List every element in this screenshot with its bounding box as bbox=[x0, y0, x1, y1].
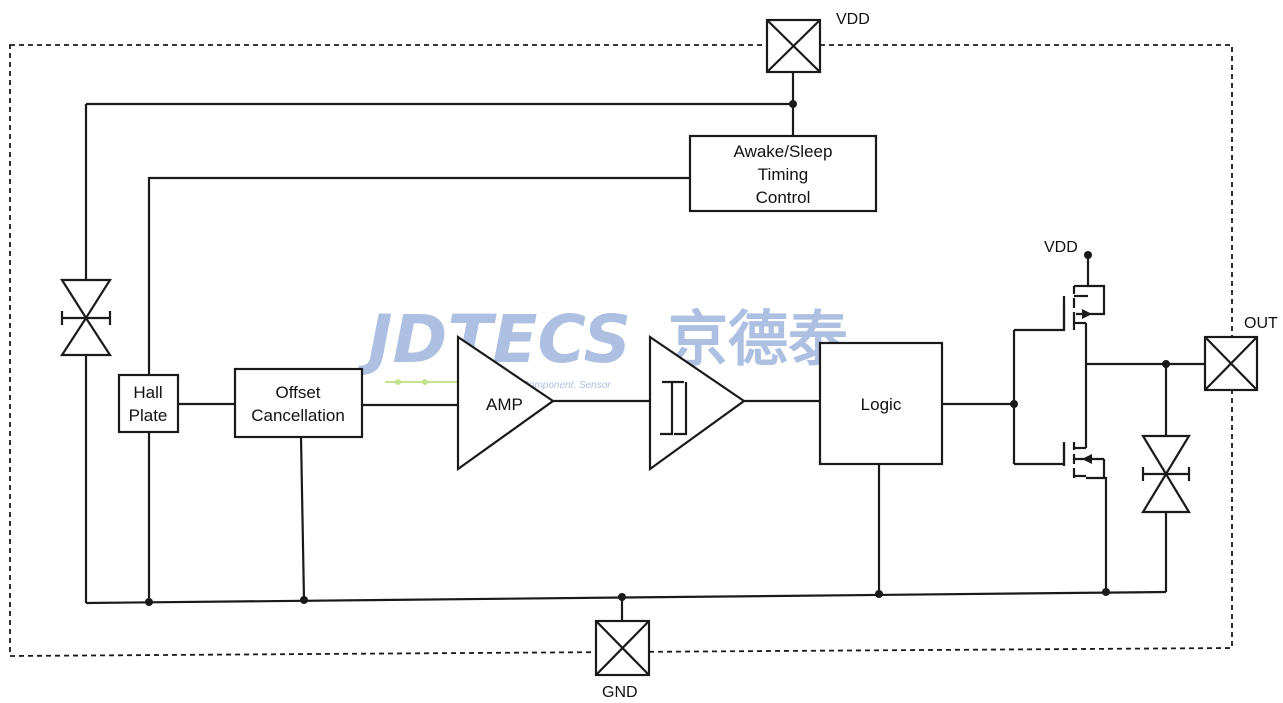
awake-sleep-control-block: Awake/Sleep Timing Control bbox=[688, 134, 878, 213]
out-pin-label: OUT bbox=[1244, 315, 1278, 332]
offset-cancellation-block: Offset Cancellation bbox=[233, 367, 364, 439]
nmos-arrow bbox=[1082, 454, 1092, 464]
hall-label-line1: Hall bbox=[133, 383, 162, 402]
amplifier-block: AMP bbox=[456, 334, 555, 472]
offset-label-line1: Offset bbox=[275, 383, 320, 402]
junction-dot bbox=[789, 100, 797, 108]
junction-dot bbox=[875, 590, 883, 598]
gnd-pin-label: GND bbox=[602, 684, 638, 701]
out-pad bbox=[1203, 335, 1259, 392]
nmos-transistor bbox=[1062, 442, 1106, 478]
watermark-swoosh-dot bbox=[422, 379, 428, 385]
driver-vdd-label: VDD bbox=[1044, 239, 1078, 256]
package-boundary bbox=[9, 44, 1233, 657]
wire-offset-to-gnd bbox=[299, 436, 306, 601]
junction-dot bbox=[1010, 400, 1018, 408]
offset-label-line2: Cancellation bbox=[251, 406, 345, 425]
junction-dot bbox=[145, 598, 153, 606]
junction-dot bbox=[1162, 360, 1170, 368]
wire-ground-rail bbox=[85, 590, 1167, 605]
hysteresis-icon bbox=[660, 380, 688, 436]
schmitt-comparator-block bbox=[648, 334, 746, 472]
hall-label-line2: Plate bbox=[129, 406, 168, 425]
vdd-pin-label: VDD bbox=[836, 11, 870, 28]
logic-label: Logic bbox=[861, 395, 902, 414]
watermark-tagline: Electronics Component, Sensor bbox=[470, 380, 611, 391]
output-esd-diode bbox=[1141, 434, 1191, 514]
junction-dot bbox=[1084, 251, 1092, 259]
awake-label-line2: Timing bbox=[758, 165, 808, 184]
junction-dot bbox=[300, 596, 308, 604]
pmos-arrow bbox=[1082, 309, 1092, 319]
vdd-pad bbox=[765, 18, 822, 74]
watermark-swoosh-dot bbox=[395, 379, 401, 385]
watermark-chinese: 京德泰 bbox=[668, 305, 849, 375]
wire-nmos-gate bbox=[1014, 444, 1066, 466]
awake-label-line3: Control bbox=[756, 188, 811, 207]
pmos-transistor bbox=[1062, 255, 1106, 330]
awake-label-line1: Awake/Sleep bbox=[734, 142, 833, 161]
gnd-pad bbox=[594, 619, 651, 677]
hall-plate-block: Hall Plate bbox=[117, 373, 180, 434]
amp-label: AMP bbox=[486, 395, 523, 414]
logic-block: Logic bbox=[818, 341, 944, 466]
wire-nmos-source bbox=[1086, 476, 1108, 592]
wire-awake-to-hall bbox=[147, 176, 690, 375]
watermark: JDTECS 京德泰 Electronics Component, Sensor bbox=[357, 301, 849, 391]
wire-pmos-gate bbox=[1014, 302, 1066, 332]
junction-dot bbox=[1102, 588, 1110, 596]
junction-dot bbox=[618, 593, 626, 601]
left-esd-diode bbox=[59, 278, 113, 357]
